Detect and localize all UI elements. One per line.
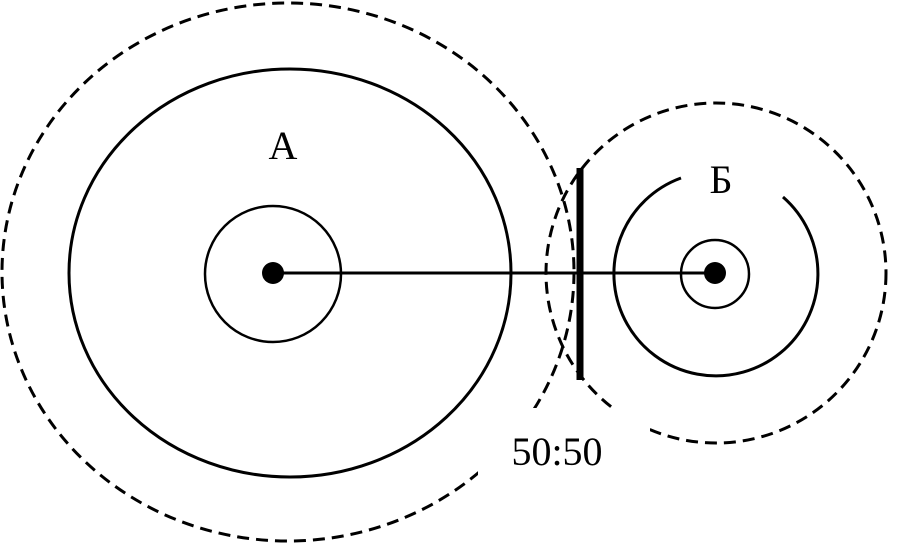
label-a: А [269, 123, 298, 168]
label-b: Б [710, 157, 733, 202]
b-center-dot [704, 262, 726, 284]
a-center-dot [262, 262, 284, 284]
ratio-label: 50:50 [511, 429, 602, 474]
b-middle-arc [612, 176, 820, 378]
ratio-label-mask [478, 408, 650, 510]
